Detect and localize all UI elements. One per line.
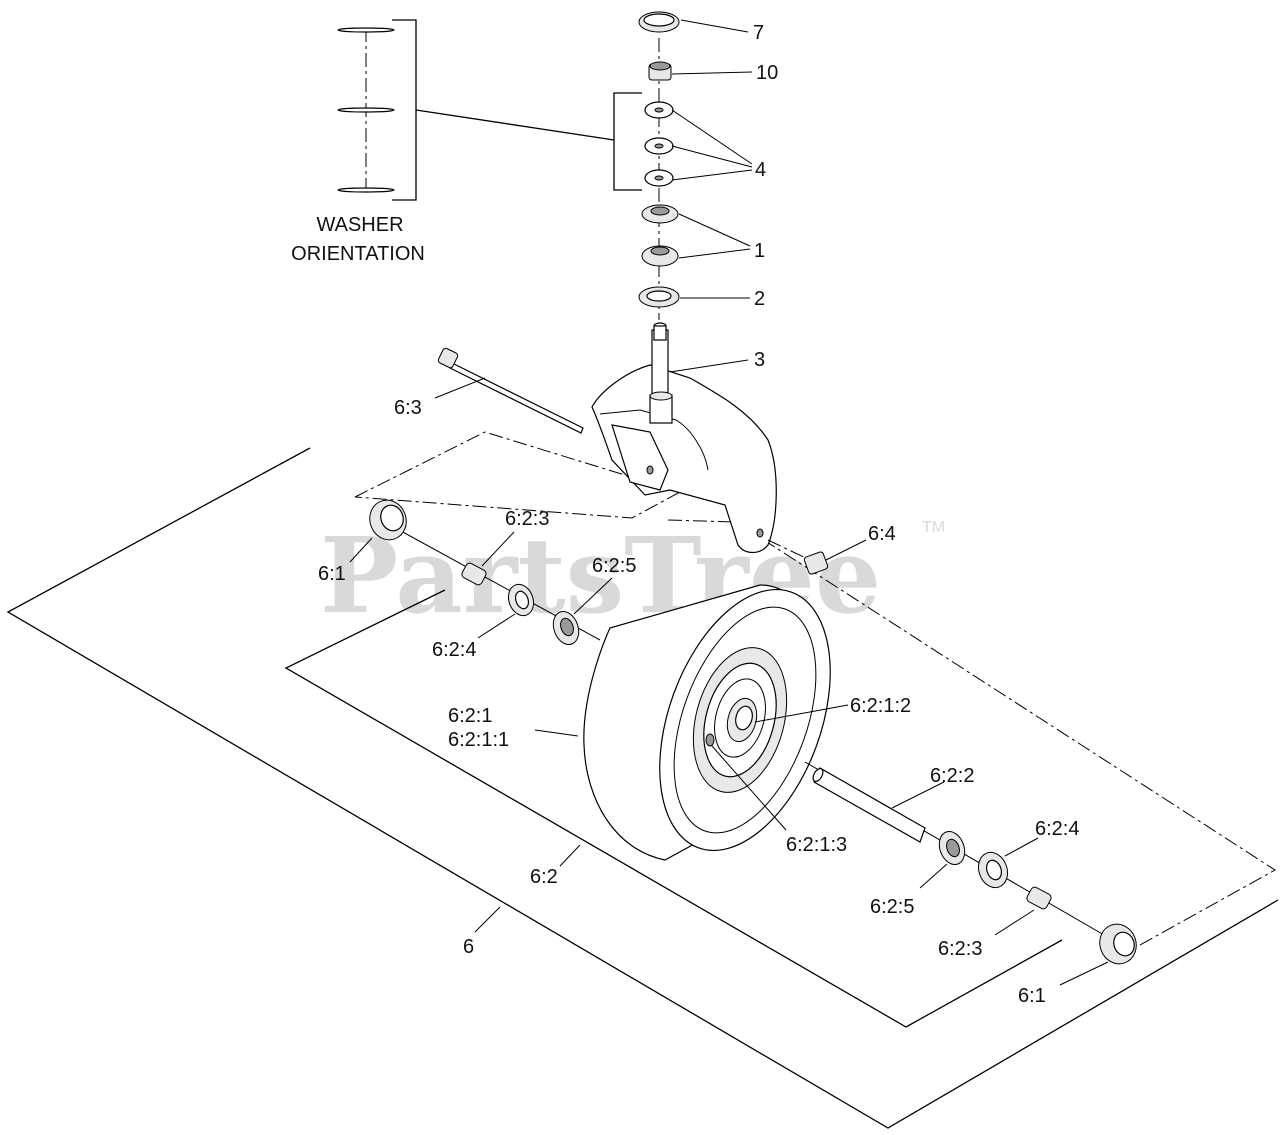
assembly-callouts: 6:2 6 xyxy=(463,844,581,958)
axle-centerline-box xyxy=(354,431,1276,946)
assembly-6-2-outline xyxy=(284,589,1063,1028)
callout-7: 7 xyxy=(753,22,764,44)
washer-orientation-detail: WASHER ORIENTATION xyxy=(291,19,615,265)
watermark-trademark: TM xyxy=(922,519,945,536)
callout-6-3: 6:3 xyxy=(394,397,422,419)
callout-6-2-1-3: 6:2:1:3 xyxy=(786,834,847,856)
part-3-caster-fork: 3 xyxy=(591,322,777,554)
callout-6-2-1-1: 6:2:1:1 xyxy=(448,729,509,751)
callout-6-4: 6:4 xyxy=(868,523,896,545)
callout-1: 1 xyxy=(754,240,765,262)
callout-6-2-4-right: 6:2:4 xyxy=(1035,818,1079,840)
washer-orientation-label-line1: WASHER xyxy=(316,214,403,236)
callout-10: 10 xyxy=(756,62,778,84)
callout-6-1-right: 6:1 xyxy=(1018,985,1046,1007)
part-6-2-4-seal-right: 6:2:4 xyxy=(977,818,1079,889)
assembly-6-outline xyxy=(6,447,1279,1129)
callout-6-1-left: 6:1 xyxy=(318,563,346,585)
callout-6-2-4-left: 6:2:4 xyxy=(432,639,476,661)
part-6-1-spacer-cap-right: 6:1 xyxy=(1018,923,1137,1007)
part-2-bearing-cup: 2 xyxy=(638,286,765,310)
callout-6-2-1-2: 6:2:1:2 xyxy=(850,695,911,717)
callout-6-2-3-left: 6:2:3 xyxy=(505,508,549,530)
washer-orientation-label-line2: ORIENTATION xyxy=(291,243,425,265)
part-6-2-5-bearing-left: 6:2:5 xyxy=(552,555,636,645)
part-6-2-3-sleeve-right: 6:2:3 xyxy=(938,886,1052,960)
callout-6-2-5-left: 6:2:5 xyxy=(592,555,636,577)
callout-6-2-2: 6:2:2 xyxy=(930,765,974,787)
callout-2: 2 xyxy=(754,288,765,310)
callout-4: 4 xyxy=(755,159,766,181)
part-6-2-3-sleeve-left: 6:2:3 xyxy=(461,508,549,586)
part-6-2-4-seal-left: 6:2:4 xyxy=(432,583,535,661)
part-6-2-2-axle-tube: 6:2:2 xyxy=(812,765,974,843)
part-6-1-spacer-cap-left: 6:1 xyxy=(318,499,407,585)
callout-6-2-1: 6:2:1 xyxy=(448,705,492,727)
part-6-2-5-bearing-right: 6:2:5 xyxy=(870,831,966,918)
part-6-3-axle-bolt: 6:3 xyxy=(394,347,584,434)
part-6-4-axle-nut: 6:4 xyxy=(767,523,896,575)
callout-6: 6 xyxy=(463,936,474,958)
callout-6-2-5-right: 6:2:5 xyxy=(870,896,914,918)
part-6-2-1-wheel-tire: 6:2:1 6:2:1:1 6:2:1:2 6:2:1:3 xyxy=(448,584,911,861)
callout-6-2-3-right: 6:2:3 xyxy=(938,938,982,960)
part-4-washers: 4 xyxy=(613,92,766,191)
callout-6-2: 6:2 xyxy=(530,866,558,888)
part-10-lock-nut: 10 xyxy=(648,61,778,84)
callout-3: 3 xyxy=(754,349,765,371)
part-7-dust-cap: 7 xyxy=(638,11,764,44)
part-1-bearings: 1 xyxy=(641,204,765,267)
